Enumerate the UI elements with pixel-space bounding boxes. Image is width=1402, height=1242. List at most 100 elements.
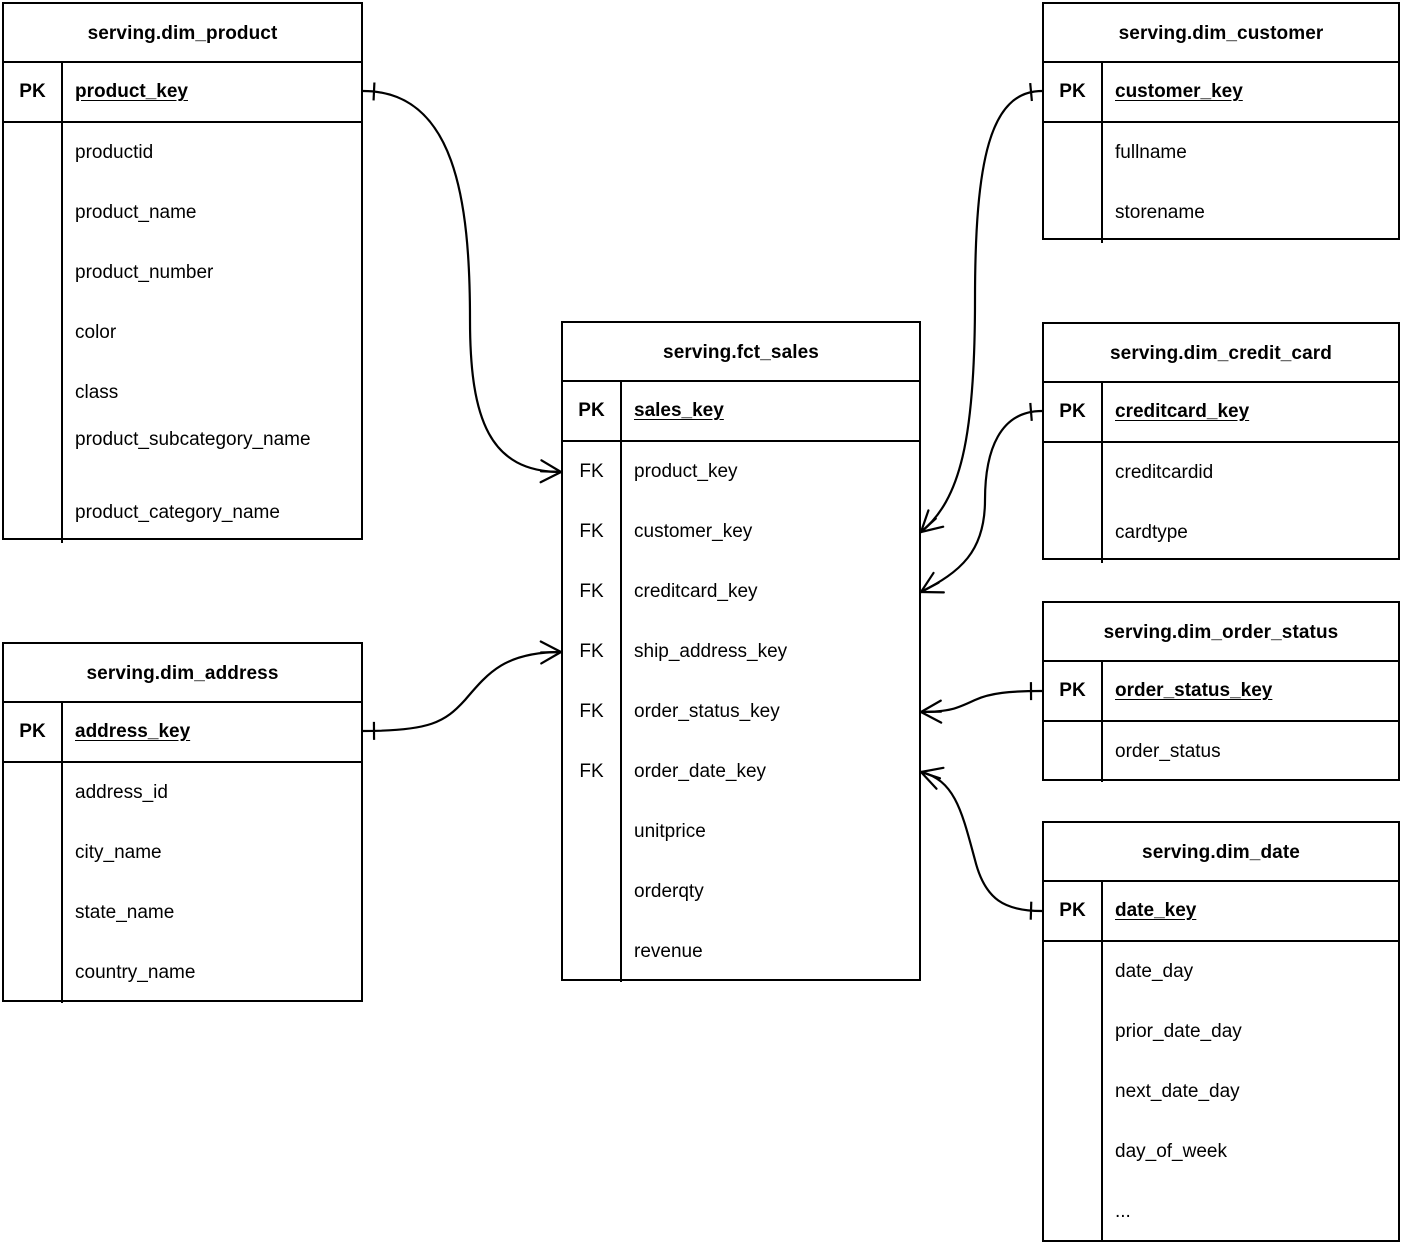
pk-tag: PK: [19, 721, 46, 742]
pk-column-name: product_key: [63, 63, 361, 121]
cardinality-many-prong-2: [919, 770, 938, 790]
key-tag-column: [1044, 722, 1103, 782]
entity-title: serving.dim_credit_card: [1044, 324, 1398, 383]
column-name-column: customer_key: [1103, 63, 1398, 121]
pk-column-name-text: address_key: [75, 721, 191, 742]
cardinality-many-prong-0: [919, 581, 940, 594]
attribute-tag: [1044, 503, 1101, 563]
pk-column-name-text: sales_key: [634, 400, 724, 421]
key-tag-column: [1044, 942, 1103, 1242]
cardinality-many-prong-0: [539, 470, 563, 474]
attribute-tag: [1044, 1182, 1101, 1242]
entity-title: serving.fct_sales: [563, 323, 919, 382]
relationship-line: [361, 89, 563, 474]
attribute-name: ...: [1115, 1201, 1131, 1222]
key-tag-column: [4, 123, 63, 543]
attribute-tag: [4, 243, 61, 303]
column-name-column: date_key: [1103, 882, 1398, 940]
primary-key-row[interactable]: PK product_key: [4, 63, 361, 123]
attribute-name: order_status_key: [634, 701, 780, 722]
key-tag-column: PK: [4, 703, 63, 761]
key-tag-column: PK: [4, 63, 63, 121]
relationship-line: [919, 689, 1044, 714]
attribute-name: order_date_key: [634, 761, 767, 782]
attribute-tag: [4, 763, 61, 823]
attribute-name: product_category_name: [75, 502, 280, 523]
relationship-line: [919, 770, 1044, 913]
primary-key-row[interactable]: PK customer_key: [1044, 63, 1398, 123]
relationship-line: [919, 89, 1044, 534]
fk-tag: FK: [579, 521, 604, 542]
pk-column-name: date_key: [1103, 882, 1398, 940]
attribute-name: state_name: [75, 902, 175, 923]
key-tag-column: PK: [1044, 662, 1103, 720]
pk-tag: PK: [1059, 680, 1086, 701]
primary-key-row[interactable]: PK sales_key: [563, 382, 919, 442]
relationship-line: [361, 650, 563, 733]
fk-tag: FK: [579, 761, 604, 782]
attribute-name: prior_date_day: [1115, 1021, 1242, 1042]
attribute-name: product_subcategory_name: [75, 429, 311, 450]
attribute-tag: [1044, 1122, 1101, 1182]
cardinality-many-prong-1: [919, 766, 945, 774]
pk-tag: PK: [578, 400, 605, 421]
key-tag-column: PK: [1044, 882, 1103, 940]
cardinality-many-prong-0: [919, 517, 937, 534]
relationship-rel-address-sales: [361, 640, 563, 740]
pk-column-name-text: date_key: [1115, 900, 1197, 921]
relationship-rel-creditcard-sales: [919, 402, 1044, 594]
column-name-column: creditcard_key: [1103, 383, 1398, 441]
attribute-rows: order_status: [1044, 722, 1398, 782]
cardinality-one-tick: [1029, 402, 1033, 421]
cardinality-many-prong-1: [919, 571, 935, 594]
key-tag-column: [1044, 443, 1103, 563]
attribute-tag: [1044, 1002, 1101, 1062]
attribute-name: date_day: [1115, 961, 1194, 982]
attribute-name: day_of_week: [1115, 1141, 1227, 1162]
cardinality-many-prong-2: [919, 525, 945, 534]
primary-key-row[interactable]: PK address_key: [4, 703, 361, 763]
pk-column-name-text: product_key: [75, 81, 188, 102]
pk-column-name: customer_key: [1103, 63, 1398, 121]
attribute-tag: [4, 823, 61, 883]
attribute-tag: [4, 123, 61, 183]
primary-key-row[interactable]: PK date_key: [1044, 882, 1398, 942]
attribute-name: creditcard_key: [634, 581, 758, 602]
attribute-name: fullname: [1115, 142, 1187, 163]
pk-column-name-text: customer_key: [1115, 81, 1243, 102]
pk-tag: PK: [1059, 81, 1086, 102]
attribute-tag: [563, 862, 620, 922]
attribute-tag: [563, 922, 620, 982]
attribute-tag: [1044, 183, 1101, 243]
cardinality-many-prong-2: [539, 640, 563, 654]
entity-title: serving.dim_date: [1044, 823, 1398, 882]
column-name-column: address_key: [63, 703, 361, 761]
cardinality-many-prong-2: [540, 459, 563, 474]
relationship-rel-product-sales: [361, 82, 563, 484]
relationship-rel-date-sales: [919, 766, 1044, 920]
pk-column-name: address_key: [63, 703, 361, 761]
attribute-tag: [4, 883, 61, 943]
key-tag-column: [4, 763, 63, 1003]
key-tag-column: [1044, 123, 1103, 243]
attribute-tag: [4, 183, 61, 243]
